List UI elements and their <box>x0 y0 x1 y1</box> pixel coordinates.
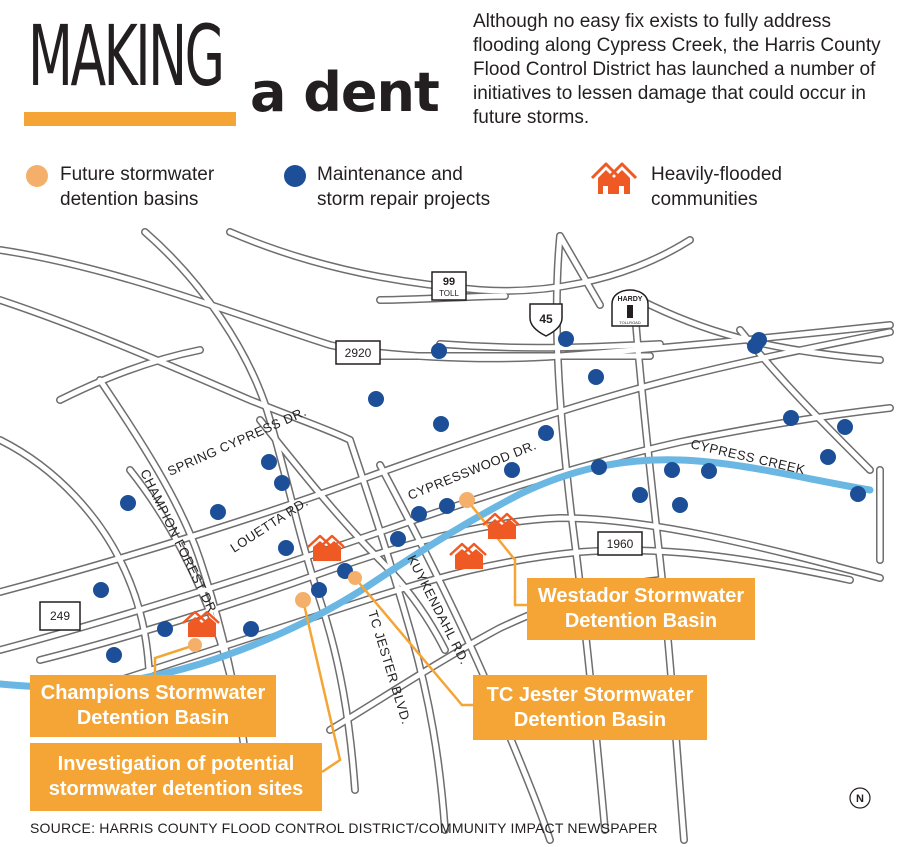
maintenance-point <box>664 462 680 478</box>
fm1960-number: 1960 <box>607 537 634 551</box>
maintenance-point <box>411 506 427 522</box>
maintenance-point <box>93 582 109 598</box>
legend-future-basins: Future stormwater detention basins <box>60 162 214 212</box>
maintenance-point <box>368 391 384 407</box>
toll99-sub: TOLL <box>439 289 459 298</box>
legend-flooded-label: Heavily-flooded communities <box>651 164 782 210</box>
maintenance-point <box>504 462 520 478</box>
hardy-sub: TOLLROAD <box>619 320 641 325</box>
callout-champions-basin: Champions Stormwater Detention Basin <box>30 675 276 737</box>
maintenance-point <box>120 495 136 511</box>
fm2920-number: 2920 <box>345 346 372 360</box>
road-shields: 99 TOLL 45 HARDY TOLLROAD 2920 1960 249 <box>39 271 649 631</box>
hardy-label: HARDY <box>618 296 643 303</box>
maintenance-point <box>558 331 574 347</box>
i45-shield <box>529 303 563 337</box>
maintenance-point <box>274 475 290 491</box>
maintenance-point <box>820 449 836 465</box>
maintenance-point <box>588 369 604 385</box>
i45-number: 45 <box>539 312 553 326</box>
maintenance-point <box>157 621 173 637</box>
maintenance-point <box>747 338 763 354</box>
maintenance-point <box>439 498 455 514</box>
hardy-glyph <box>627 305 633 318</box>
toll99-number: 99 <box>443 276 455 288</box>
maintenance-point <box>433 416 449 432</box>
maintenance-legend-dot-icon <box>284 165 306 187</box>
cypress-creek-map: 99 TOLL 45 HARDY TOLLROAD 2920 1960 249 … <box>0 228 894 844</box>
future-basin-champions <box>188 638 202 652</box>
maintenance-point <box>210 504 226 520</box>
north-arrow-icon: N <box>849 787 871 809</box>
flooded-community-icon <box>306 534 346 563</box>
cypress-creek-line <box>0 456 874 691</box>
title-a-dent: a dent <box>250 61 440 124</box>
maintenance-points <box>93 331 866 663</box>
callout-tc-jester-basin: TC Jester Stormwater Detention Basin <box>473 675 707 740</box>
maintenance-point <box>632 487 648 503</box>
maintenance-point <box>701 463 717 479</box>
maintenance-point <box>431 343 447 359</box>
flooded-community-icon <box>481 512 521 541</box>
maintenance-point <box>278 540 294 556</box>
future-basin-westador <box>459 492 475 508</box>
maintenance-point <box>538 425 554 441</box>
fm2920-shield <box>335 340 381 365</box>
maintenance-point <box>783 410 799 426</box>
title-underline <box>24 112 236 126</box>
label-spring-cypress: SPRING CYPRESS DR. <box>165 404 309 479</box>
maintenance-point <box>837 419 853 435</box>
legend-maintenance-label: Maintenance and storm repair projects <box>317 164 491 210</box>
sh249-number: 249 <box>50 609 70 623</box>
toll99-shield <box>431 271 467 301</box>
maintenance-point <box>261 454 277 470</box>
fm1960-shield <box>597 531 643 556</box>
maintenance-point <box>106 647 122 663</box>
intro-text: Although no easy fix exists to fully add… <box>473 11 881 128</box>
maintenance-point <box>672 497 688 513</box>
future-basin-investigation <box>295 592 311 608</box>
callout-investigation-sites: Investigation of potential stormwater de… <box>30 743 322 811</box>
future-basin-points <box>188 492 475 652</box>
future-basin-legend-dot-icon <box>26 165 48 187</box>
source-credit: SOURCE: HARRIS COUNTY FLOOD CONTROL DIST… <box>30 820 658 836</box>
maintenance-point <box>311 582 327 598</box>
callout-westador-basin: Westador Stormwater Detention Basin <box>527 578 755 640</box>
maintenance-point <box>591 459 607 475</box>
flooded-community-icon <box>448 542 488 571</box>
maintenance-point <box>390 531 406 547</box>
maintenance-point <box>850 486 866 502</box>
maintenance-point <box>243 621 259 637</box>
title-making: MAKING <box>28 7 225 105</box>
legend-flooded-communities: Heavily-flooded communities <box>651 162 782 212</box>
north-label: N <box>856 793 864 805</box>
future-basin-tc-jester <box>348 571 362 585</box>
legend-future-label: Future stormwater detention basins <box>60 164 215 210</box>
sh249-shield <box>39 601 81 631</box>
legend-maintenance: Maintenance and storm repair projects <box>317 162 490 212</box>
flooded-houses-legend-icon <box>590 162 638 194</box>
